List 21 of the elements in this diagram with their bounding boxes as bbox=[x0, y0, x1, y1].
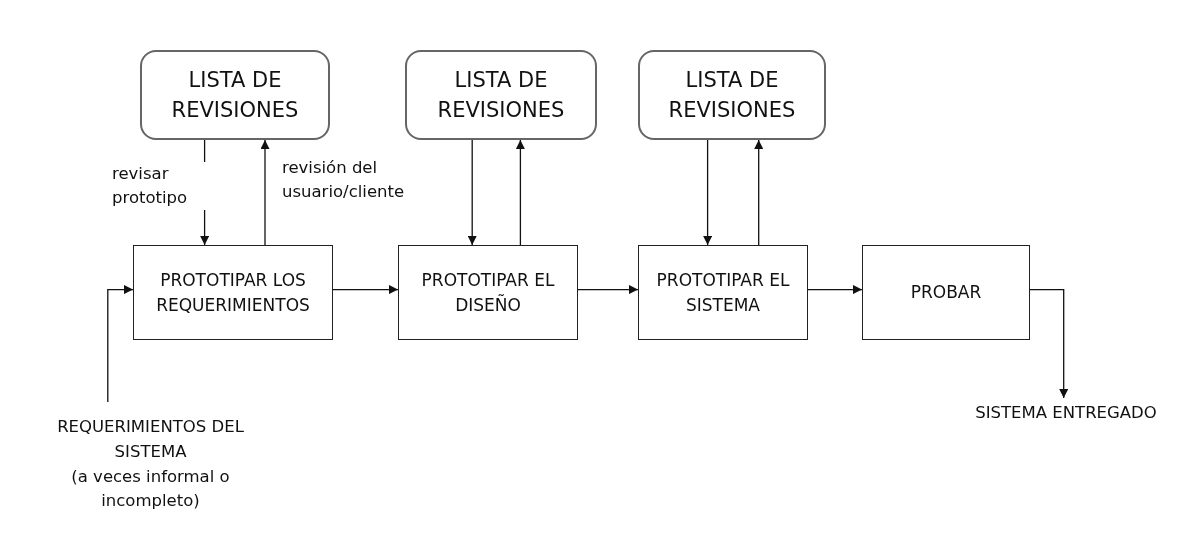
process-box: PROTOTIPAR EL DISEÑO bbox=[398, 245, 578, 340]
arrow bbox=[577, 285, 639, 295]
arrow bbox=[467, 139, 477, 246]
process-box: PROTOTIPAR LOS REQUERIMIENTOS bbox=[133, 245, 333, 340]
arrow bbox=[107, 285, 134, 403]
arrow bbox=[1029, 288, 1069, 399]
node-text: (a veces informal o incompleto) bbox=[70, 465, 231, 513]
edge-label: revisar prototipo bbox=[112, 162, 207, 210]
node-text: SISTEMA ENTREGADO bbox=[975, 401, 1157, 424]
arrow bbox=[332, 285, 399, 295]
arrow bbox=[515, 139, 525, 246]
process-box: PROBAR bbox=[862, 245, 1030, 340]
process-box: PROTOTIPAR EL SISTEMA bbox=[638, 245, 808, 340]
rounded-box: LISTA DE REVISIONES bbox=[638, 50, 826, 140]
arrow bbox=[754, 139, 764, 246]
node-text: REQUERIMIENTOS DEL SISTEMA bbox=[56, 416, 245, 463]
arrow bbox=[703, 139, 713, 246]
arrow bbox=[807, 285, 863, 295]
rounded-box: LISTA DE REVISIONES bbox=[140, 50, 330, 140]
rounded-box: LISTA DE REVISIONES bbox=[405, 50, 597, 140]
arrow bbox=[260, 139, 270, 246]
